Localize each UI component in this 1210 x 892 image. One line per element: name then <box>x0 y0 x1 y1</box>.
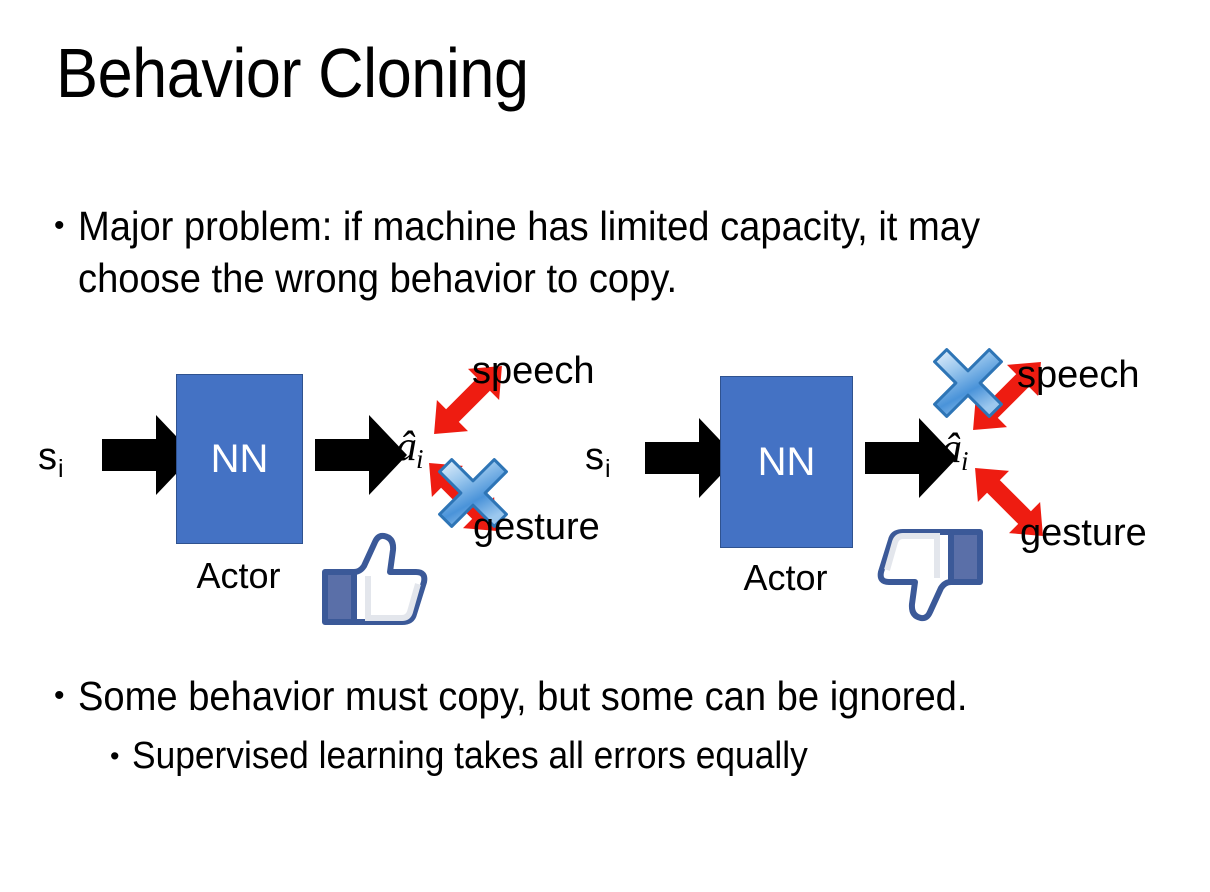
output-action-subscript: i <box>961 445 969 476</box>
bullet-marker-icon: • <box>54 209 65 242</box>
output-gesture-label-right: gesture <box>1020 512 1147 554</box>
output-action-label-left: âi <box>396 426 424 473</box>
nn-box-label: NN <box>757 440 816 484</box>
nn-box-left: NN <box>176 374 303 544</box>
input-state-label-right: si <box>585 438 611 482</box>
bullet-text: Some behavior must copy, but some can be… <box>77 673 968 719</box>
bullet-supervised-learning: • Supervised learning takes all errors e… <box>110 730 1170 782</box>
input-state-subscript: i <box>605 454 611 483</box>
input-state-label-left: si <box>38 438 64 482</box>
actor-caption-right: Actor <box>743 557 828 598</box>
nn-box-right: NN <box>720 376 853 548</box>
diagram-left-good-case: si NN Actor âi <box>30 340 620 640</box>
arrow-output-to-gesture-right <box>957 450 1061 554</box>
page-title: Behavior Cloning <box>56 34 529 112</box>
output-speech-label-right: speech <box>1017 354 1140 396</box>
arrow-output-to-speech-left <box>416 348 520 452</box>
cross-out-speech-icon-right <box>930 345 1006 421</box>
actor-caption-left: Actor <box>196 555 281 596</box>
arrow-nn-to-output-left <box>315 413 407 497</box>
nn-box-label: NN <box>210 437 269 481</box>
input-state-symbol: s <box>585 436 604 478</box>
arrow-input-to-nn-right <box>645 416 737 500</box>
output-speech-label-left: speech <box>472 350 595 392</box>
bullet-major-problem: • Major problem: if machine has limited … <box>54 200 1134 304</box>
thumbs-down-icon <box>875 524 985 624</box>
arrow-nn-to-output-right <box>865 416 957 500</box>
bullet-text: Major problem: if machine has limited ca… <box>77 203 980 301</box>
output-action-label-right: âi <box>941 428 969 475</box>
input-state-symbol: s <box>38 436 57 478</box>
thumbs-up-icon <box>320 530 430 630</box>
input-state-subscript: i <box>58 454 64 483</box>
bullet-marker-icon: • <box>110 741 120 771</box>
bullet-marker-icon: • <box>54 679 65 712</box>
bullet-text: Supervised learning takes all errors equ… <box>132 735 809 777</box>
cross-out-gesture-icon-left <box>435 455 511 531</box>
output-action-symbol: â <box>396 424 417 470</box>
output-gesture-label-left: gesture <box>473 506 600 548</box>
bullet-some-behavior: • Some behavior must copy, but some can … <box>54 670 1174 722</box>
output-action-subscript: i <box>416 443 424 474</box>
arrow-input-to-nn-left <box>102 413 194 497</box>
diagram-right-bad-case: si NN Actor âi <box>575 340 1190 640</box>
output-action-symbol: â <box>941 426 962 472</box>
